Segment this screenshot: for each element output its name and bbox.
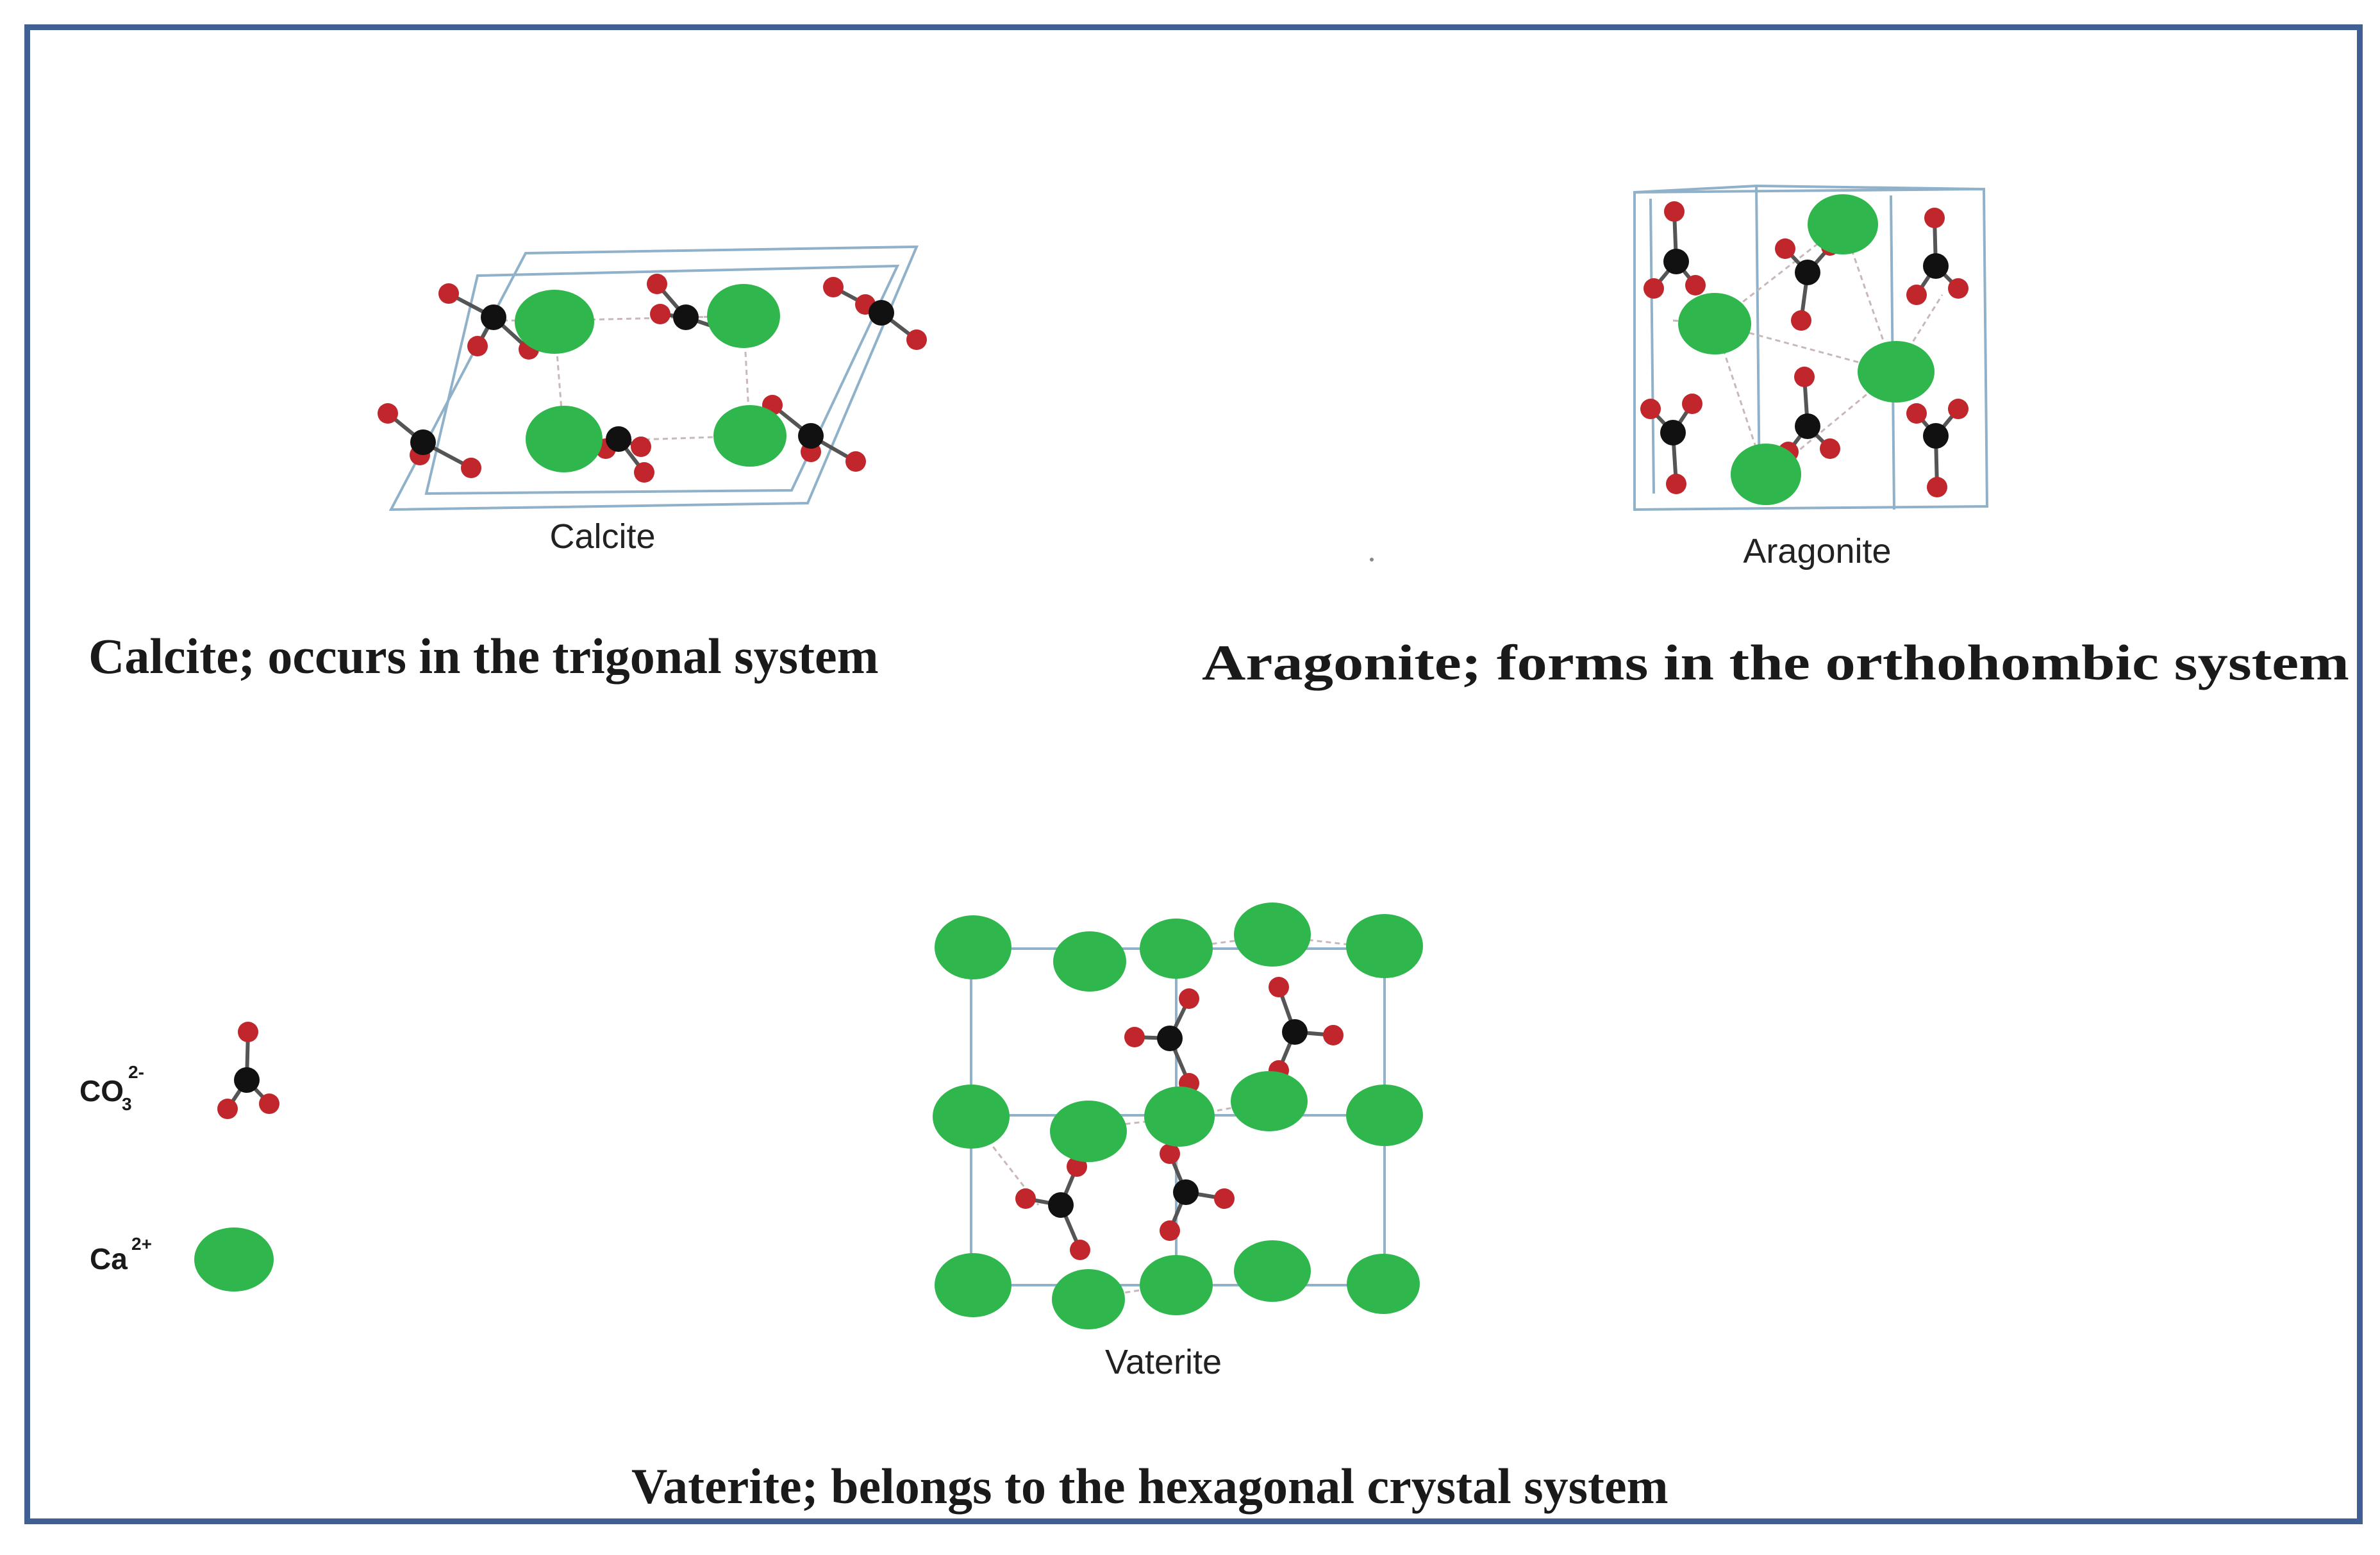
- carbonate-molecule-icon: [217, 1022, 279, 1119]
- vaterite-caption: Vaterite; belongs to the hexagonal cryst…: [631, 1458, 1668, 1514]
- carbonate-group: [1640, 394, 1702, 494]
- legend-carbonate-base: CO: [79, 1074, 124, 1108]
- calcite-structure: Calcite: [378, 245, 927, 556]
- legend-calcium-superscript: 2+: [131, 1234, 152, 1254]
- aragonite-unit-cell: [1633, 187, 1989, 511]
- carbonate-group: [1906, 208, 1968, 305]
- aragonite-structure: Aragonite: [1633, 184, 1989, 570]
- legend: CO 3 2- Ca 2+: [79, 1022, 279, 1292]
- carbonate-group: [823, 277, 927, 350]
- carbonate-group: [1906, 399, 1968, 497]
- carbonate-group: [1269, 977, 1344, 1081]
- aragonite-calcium-ions: [1678, 194, 1935, 505]
- vaterite-label: Vaterite: [1105, 1343, 1222, 1381]
- calcite-unit-cell: [388, 245, 919, 511]
- vaterite-calcium-ions: [933, 902, 1423, 1329]
- carbonate-group: [1778, 367, 1840, 462]
- carbonate-group: [1644, 201, 1706, 299]
- aragonite-carbonate-groups: [1640, 201, 1968, 497]
- speck: [1370, 558, 1374, 561]
- carbonate-group: [1160, 1143, 1235, 1241]
- calcite-carbonate-groups: [378, 274, 927, 483]
- calcite-caption: Calcite; occurs in the trigonal system: [88, 628, 879, 684]
- aragonite-caption: Aragonite; forms in the orthohombic syst…: [1202, 635, 2349, 690]
- carbonate-group: [762, 395, 866, 472]
- aragonite-label: Aragonite: [1743, 532, 1891, 570]
- carbonate-group: [1124, 988, 1199, 1093]
- carbonate-group: [1015, 1156, 1090, 1260]
- legend-carbonate: CO 3 2-: [79, 1022, 279, 1119]
- carbonate-group: [378, 403, 481, 478]
- vaterite-structure: Vaterite: [933, 902, 1423, 1381]
- legend-carbonate-subscript: 3: [122, 1094, 132, 1114]
- calcite-calcium-ions: [515, 284, 786, 472]
- legend-carbonate-superscript: 2-: [128, 1062, 144, 1082]
- calcite-unit-cell-back: [424, 264, 900, 495]
- legend-calcium-base: Ca: [90, 1242, 128, 1276]
- carbonate-group: [438, 283, 539, 360]
- legend-calcium: Ca 2+: [90, 1227, 274, 1292]
- calcite-label: Calcite: [549, 517, 655, 556]
- carbonate-group: [595, 426, 654, 483]
- calcium-ion-icon: [194, 1227, 274, 1292]
